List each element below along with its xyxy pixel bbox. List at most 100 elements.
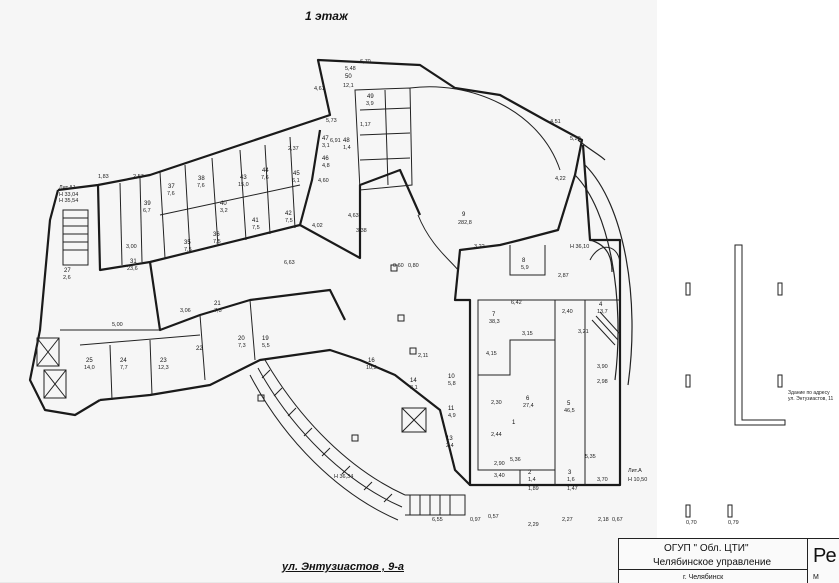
dim: 0,97 <box>470 517 481 523</box>
svg-text:1,4: 1,4 <box>343 145 351 151</box>
room-38: 387,6 <box>197 176 205 189</box>
room-49: 493,9 <box>366 94 374 107</box>
svg-text:23,6: 23,6 <box>127 266 138 272</box>
dim: 3,40 <box>494 473 505 479</box>
svg-text:46: 46 <box>322 156 329 162</box>
dim: 6,42 <box>511 300 522 306</box>
lit-label: Лит.А <box>628 468 642 474</box>
svg-text:35: 35 <box>184 240 191 246</box>
svg-text:7,3: 7,3 <box>238 343 246 349</box>
dim: 4,15 <box>486 351 497 357</box>
dim: 6,63 <box>284 260 295 266</box>
room-10: 105,8 <box>448 374 456 387</box>
west-wall <box>28 189 101 417</box>
floor-title: 1 этаж <box>305 9 348 23</box>
dim: 5,36 <box>510 457 521 463</box>
svg-text:14,0: 14,0 <box>84 365 95 371</box>
dim: 0,60 <box>393 263 404 269</box>
organization-name: ОГУП " Обл. ЦТИ" <box>664 543 749 554</box>
side-note-line-1: Здание по адресу <box>788 390 830 396</box>
svg-text:7,6: 7,6 <box>197 183 205 189</box>
room-13: 132,4 <box>446 436 454 449</box>
side-sheet <box>657 0 839 582</box>
svg-text:6: 6 <box>526 396 530 402</box>
svg-text:22: 22 <box>196 346 203 352</box>
room-20: 207,3 <box>238 336 246 349</box>
room-6: 627,4 <box>523 396 534 409</box>
room-14: 143,1 <box>410 378 418 391</box>
dim: 6,91 <box>330 138 341 144</box>
svg-text:7: 7 <box>492 312 496 318</box>
dim: 5,35 <box>585 454 596 460</box>
dim: 5,73 <box>326 118 337 124</box>
svg-text:38,3: 38,3 <box>489 319 500 325</box>
svg-text:4: 4 <box>599 302 603 308</box>
svg-text:6,1: 6,1 <box>292 178 300 184</box>
svg-text:20: 20 <box>238 336 245 342</box>
dimension-labels: 6,70 5,48 4,51 4,61 4,60 2,57 1,83 4,22 … <box>59 59 739 528</box>
svg-text:7,5: 7,5 <box>213 239 221 245</box>
svg-text:7,7: 7,7 <box>120 365 128 371</box>
room-35: 357,5 <box>184 240 192 253</box>
svg-text:16: 16 <box>368 358 375 364</box>
room-7: 738,3 <box>489 312 500 325</box>
dim: 2,18 <box>598 517 609 523</box>
department-name: Челябинское управление <box>653 557 772 568</box>
svg-text:3,1: 3,1 <box>322 143 330 149</box>
dim: 1,47 <box>567 486 578 492</box>
dim: 5,20 <box>570 136 581 142</box>
dim: 1,89 <box>528 486 539 492</box>
svg-text:36: 36 <box>213 232 220 238</box>
svg-text:3,2: 3,2 <box>220 208 228 214</box>
svg-text:50: 50 <box>345 74 352 80</box>
room-40: 403,2 <box>220 201 228 214</box>
svg-text:3,1: 3,1 <box>410 385 418 391</box>
dim: 3,00 <box>126 244 137 250</box>
dim: 6,55 <box>432 517 443 523</box>
level-mark: Н 35,54 <box>59 198 78 204</box>
svg-text:43: 43 <box>240 175 247 181</box>
dim: 2,30 <box>491 400 502 406</box>
south-wall <box>99 348 471 486</box>
dim: 4,63 <box>348 213 359 219</box>
dim: 2,37 <box>288 146 299 152</box>
room-11: 114,9 <box>448 406 456 419</box>
dim: 3,06 <box>180 308 191 314</box>
room-41: 417,5 <box>252 218 260 231</box>
svg-text:25: 25 <box>86 358 93 364</box>
room-27: 272,6 <box>63 268 71 281</box>
svg-text:38: 38 <box>198 176 205 182</box>
svg-text:49: 49 <box>367 94 374 100</box>
svg-text:3,9: 3,9 <box>366 101 374 107</box>
svg-text:1,4: 1,4 <box>528 477 536 483</box>
side-note-line-2: ул. Энтузиастов, 11 <box>788 396 834 402</box>
dim: 2,90 <box>494 461 505 467</box>
dim: 0,79 <box>728 520 739 526</box>
side-annotation: Здание по адресу ул. Энтузиастов, 11 <box>788 390 834 402</box>
room-22: 22 <box>196 346 203 352</box>
svg-text:48: 48 <box>343 138 350 144</box>
level-mark: Н 33,04 <box>59 192 78 198</box>
dim: 2,87 <box>558 273 569 279</box>
svg-text:1: 1 <box>512 420 516 426</box>
sheet-label: Ре <box>813 545 837 567</box>
room-19: 195,5 <box>262 336 270 349</box>
svg-text:7,6: 7,6 <box>167 191 175 197</box>
room-36: 367,5 <box>213 232 221 245</box>
svg-text:7,5: 7,5 <box>285 218 293 224</box>
room-47: 473,1 <box>322 136 330 149</box>
svg-text:27,4: 27,4 <box>523 403 534 409</box>
svg-text:7,5: 7,5 <box>184 247 192 253</box>
svg-text:19: 19 <box>262 336 269 342</box>
svg-text:7,6: 7,6 <box>261 175 269 181</box>
dim: 3,70 <box>597 477 608 483</box>
dim: 4,60 <box>318 178 329 184</box>
dim: 2,98 <box>597 379 608 385</box>
room-44: 447,6 <box>261 168 269 181</box>
svg-text:13: 13 <box>446 436 453 442</box>
svg-text:13,7: 13,7 <box>597 309 608 315</box>
